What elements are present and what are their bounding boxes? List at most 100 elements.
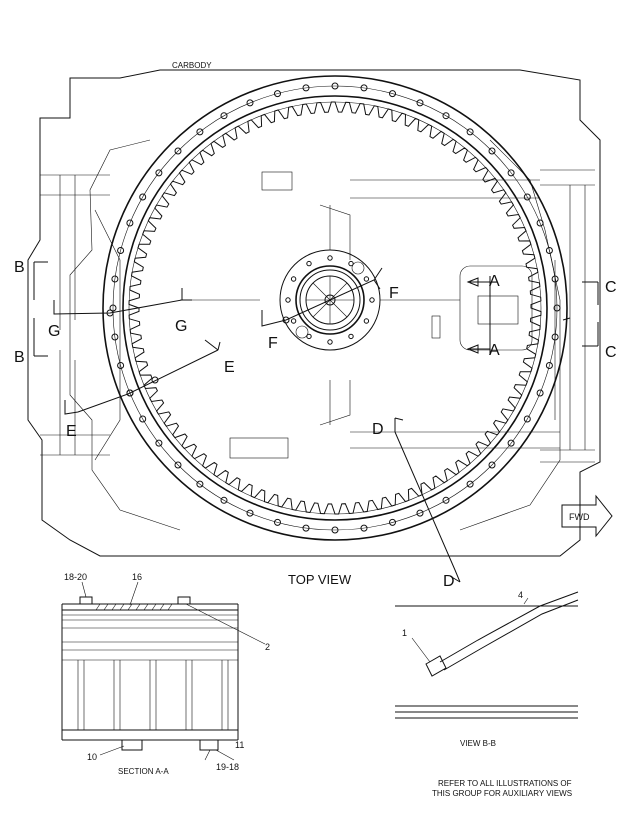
- center-frame: [180, 204, 460, 426]
- bolt-hole: [155, 439, 163, 447]
- note-line-1: REFER TO ALL ILLUSTRATIONS OF: [438, 779, 572, 788]
- swivel-bolt: [369, 297, 375, 303]
- swivel-bolt: [306, 333, 312, 340]
- section-label-b-bottom: B: [14, 349, 25, 366]
- fwd-label: FWD: [569, 512, 590, 522]
- section-cut-c: [562, 281, 599, 347]
- fitting-1: [425, 655, 447, 677]
- bearing-inner-ring: [122, 95, 548, 521]
- bolt-hole: [416, 99, 424, 107]
- callout-18-20: 18-20: [64, 572, 87, 582]
- swivel-bolt: [290, 276, 297, 282]
- bar-top-right: [350, 179, 560, 449]
- section-label-f-left: F: [268, 335, 278, 352]
- bolt-hole: [196, 480, 204, 488]
- frame-right: [540, 169, 595, 463]
- bearing-bolt-holes: [109, 82, 561, 534]
- fwd-arrow: [561, 494, 613, 538]
- bolt-hole: [331, 82, 339, 90]
- bolt-hole: [117, 362, 125, 369]
- section-a-a: 18-20 16 2 10 11 19-18 SECTION A-A: [61, 572, 270, 776]
- pad-bottom: [229, 437, 289, 459]
- bolt-hole: [155, 169, 163, 177]
- bolt-hole: [111, 333, 119, 341]
- bracket-right-inner: [477, 295, 519, 325]
- bolt-hole: [416, 509, 424, 517]
- bolt-hole: [389, 90, 396, 98]
- section-cut-f: [261, 267, 383, 327]
- bolt-hole: [302, 84, 310, 92]
- bolt-hole: [302, 524, 310, 532]
- swivel-bolt: [285, 297, 291, 303]
- bolt-hole: [553, 304, 561, 312]
- bolt-hole: [331, 526, 339, 534]
- section-cut-a: [466, 276, 491, 355]
- swivel-port-2: [295, 325, 309, 339]
- carbody-outline: [27, 69, 601, 557]
- bolt-hole: [507, 169, 515, 177]
- bolt-hole: [442, 112, 450, 120]
- note-line-2: THIS GROUP FOR AUXILIARY VIEWS: [432, 789, 572, 798]
- callout-1: 1: [402, 628, 407, 638]
- view-b-b-title: VIEW B-B: [460, 739, 496, 748]
- swivel-bolt: [348, 260, 354, 267]
- bottom-plate-10: [121, 739, 143, 751]
- bolt-hole: [117, 247, 125, 254]
- section-label-f-right: F: [389, 285, 399, 302]
- swivel-bolt-holes: [285, 255, 375, 345]
- bolt-hole: [488, 461, 496, 469]
- hatch-seal-16: [95, 603, 173, 611]
- bolt-hole: [545, 247, 553, 254]
- bolt-hole: [389, 518, 396, 526]
- bolt-head-2: [177, 596, 191, 605]
- swivel-bolt: [363, 276, 370, 282]
- carbody-inner-outline: [69, 139, 561, 531]
- bolt-head-1820: [79, 596, 93, 605]
- top-view: FWD CARBODY B B G G E E F F A A C C D D …: [14, 61, 617, 590]
- swivel-ring-2: [299, 269, 361, 331]
- section-label-d-bottom: D: [443, 573, 455, 590]
- section-label-c-bottom: C: [605, 344, 617, 361]
- swivel-bolt: [363, 318, 370, 324]
- bolt-hole: [220, 112, 228, 120]
- bolt-hole: [246, 99, 254, 107]
- callout-4: 4: [518, 590, 523, 600]
- swivel-bolt: [327, 255, 333, 261]
- bolt-hole: [246, 509, 254, 517]
- section-label-e-left: E: [66, 423, 77, 440]
- section-label-g-right: G: [175, 318, 187, 335]
- bolt-hole: [196, 128, 204, 136]
- bolt-hole: [523, 415, 531, 423]
- section-ribs: [77, 660, 229, 730]
- section-label-e-right: E: [224, 359, 235, 376]
- section-label-a-bottom: A: [489, 342, 500, 359]
- swivel-ring: [295, 265, 365, 335]
- section-cut-b: [33, 261, 48, 357]
- hose-4: [439, 591, 579, 671]
- bolt-hole: [139, 193, 147, 201]
- top-view-title: TOP VIEW: [288, 572, 352, 587]
- section-label-g-left: G: [48, 323, 60, 340]
- section-label-d-top: D: [372, 421, 384, 438]
- callout-16: 16: [132, 572, 142, 582]
- bearing-inner-ring-2: [128, 101, 542, 515]
- view-b-b: 1 4 VIEW B-B: [395, 590, 579, 748]
- pad-top: [261, 171, 293, 191]
- bolt-hole: [111, 275, 119, 283]
- bolt-hole: [139, 415, 147, 423]
- ring-gear-teeth: [128, 101, 542, 515]
- bolt-hole: [536, 389, 544, 397]
- swivel-port: [351, 261, 365, 275]
- frame-left: [40, 174, 121, 461]
- bolt-hole: [442, 496, 450, 504]
- bearing-bolt-circle: [112, 85, 558, 531]
- bolt-hole: [360, 84, 368, 92]
- bolt-hole: [551, 275, 559, 283]
- bolt-hole: [109, 304, 117, 312]
- swivel-bolt: [327, 339, 333, 345]
- bolt-hole: [545, 362, 553, 369]
- bolt-hole: [274, 90, 281, 98]
- bolt-hole: [536, 219, 544, 227]
- swivel-flange: [279, 249, 381, 351]
